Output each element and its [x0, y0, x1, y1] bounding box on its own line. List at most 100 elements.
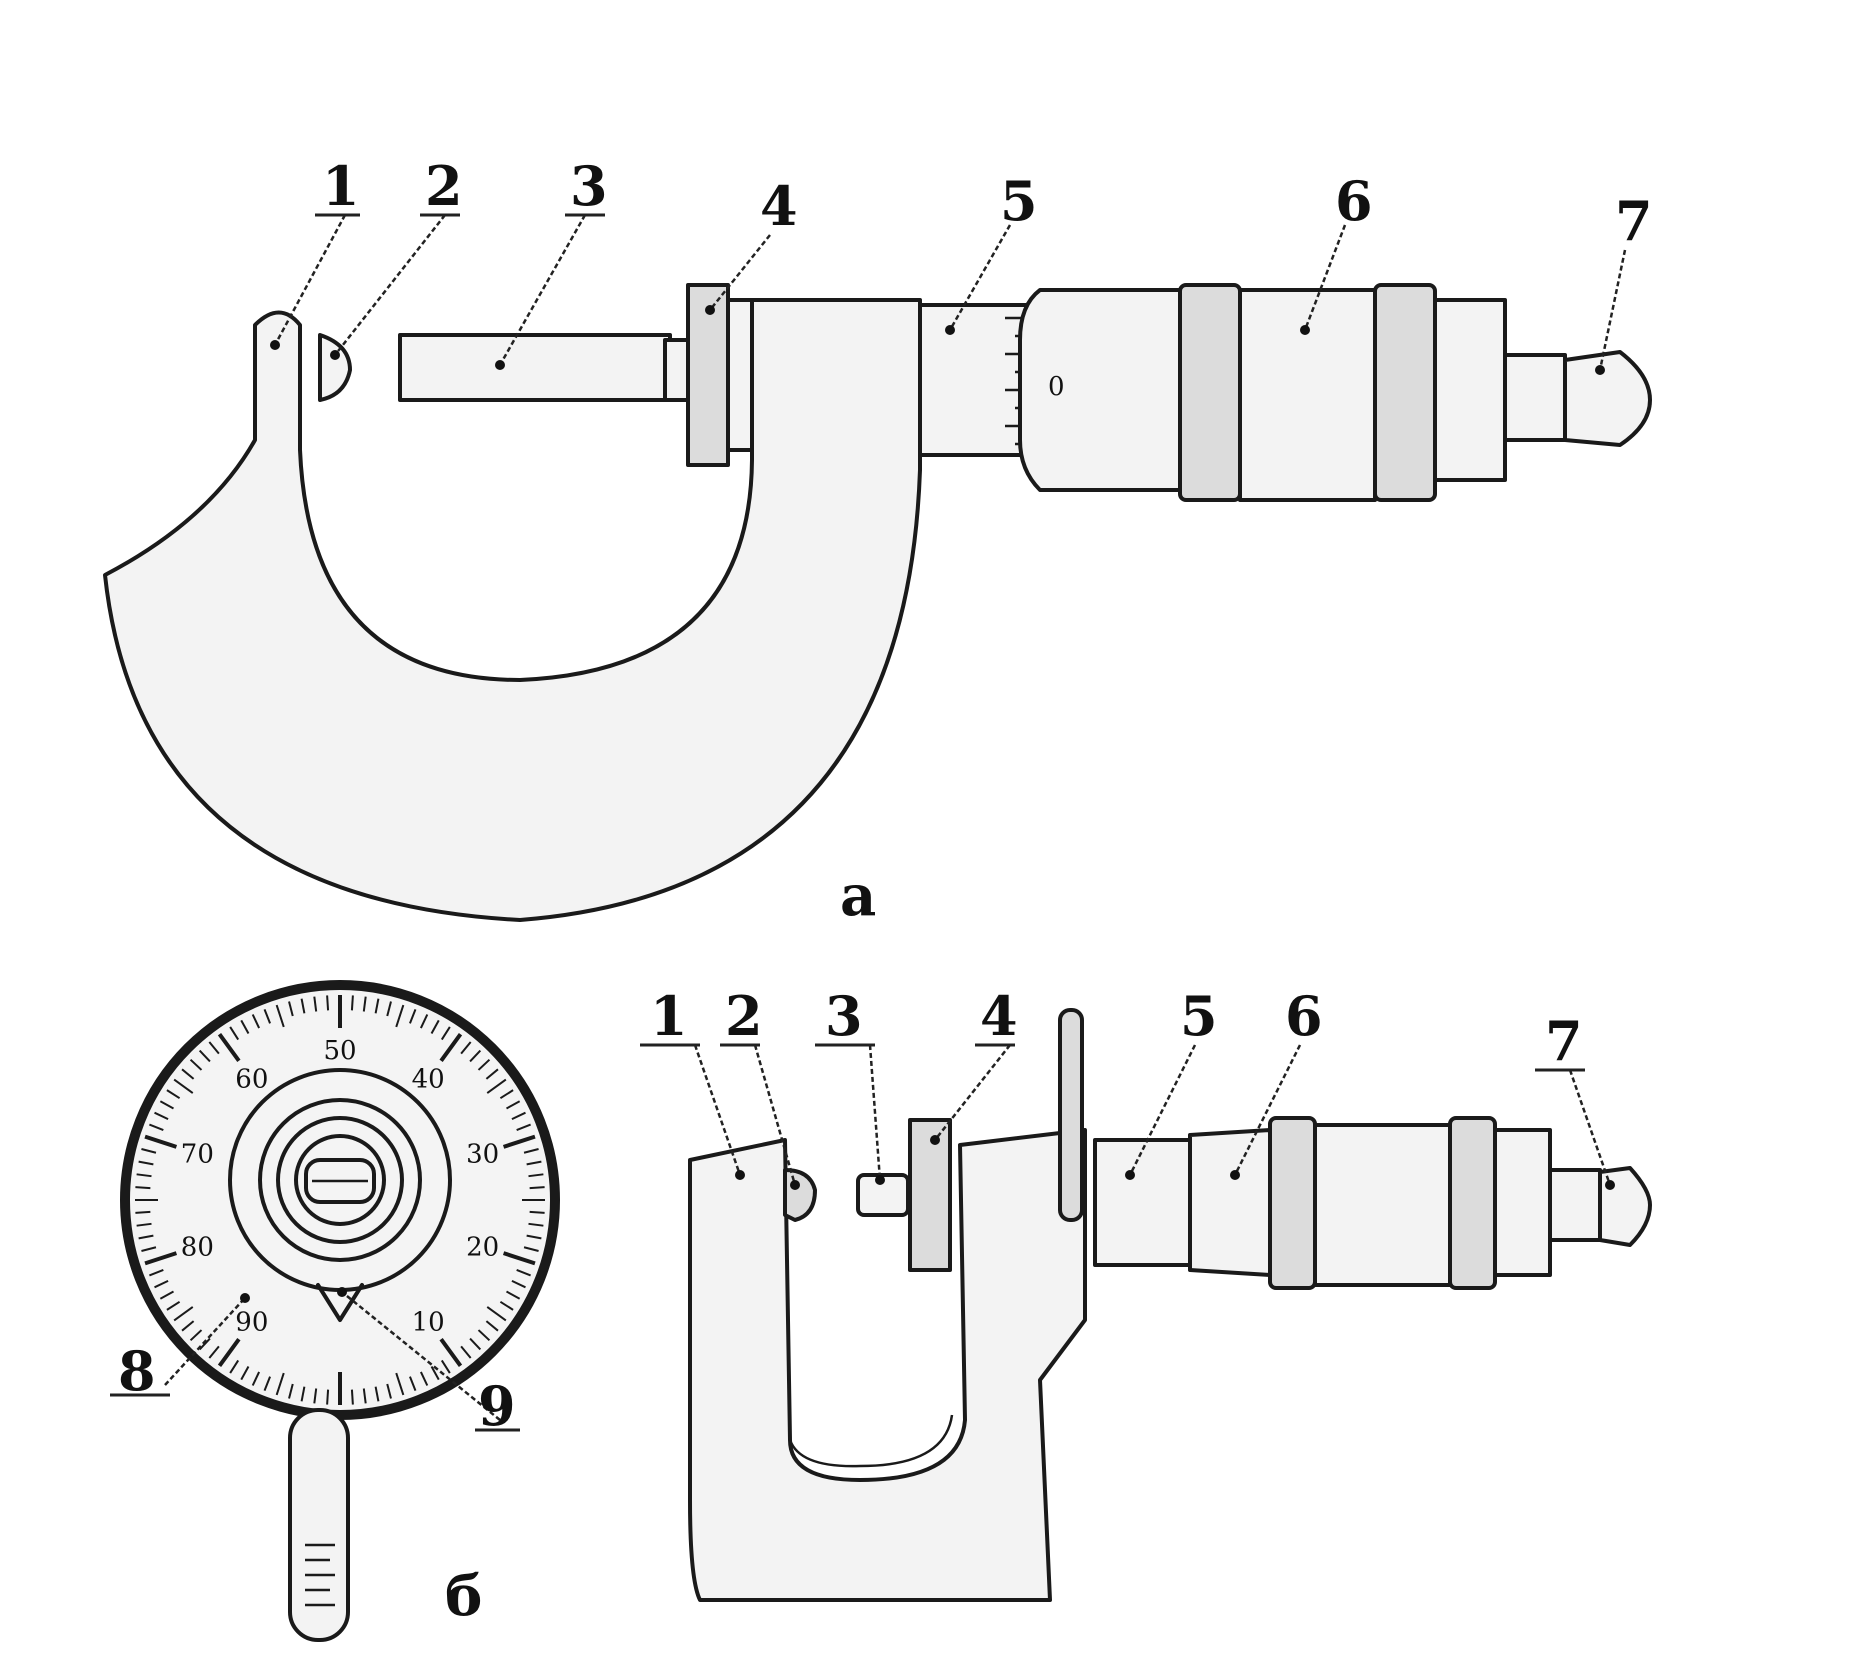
label-a-1: 1 — [322, 154, 360, 218]
thimble-b — [1188, 1128, 1272, 1277]
dial-number: 20 — [466, 1232, 499, 1262]
frame — [103, 298, 922, 922]
label-b-5: 5 — [1180, 984, 1218, 1048]
label-a-2: 2 — [425, 154, 463, 218]
dial-tick — [502, 1134, 536, 1149]
dial-tick — [485, 1320, 499, 1332]
dial-tick — [181, 1068, 195, 1080]
dial-tick — [154, 1111, 169, 1121]
dial-tick — [173, 1078, 194, 1094]
dial-tick — [198, 1337, 211, 1351]
dial-tick — [288, 1001, 294, 1017]
label-b-8: 8 — [118, 1339, 156, 1403]
dial-tick — [326, 995, 330, 1011]
dial-tick — [374, 998, 380, 1014]
dial-tick — [528, 1222, 544, 1227]
dial-tick — [240, 1019, 250, 1034]
dial-tick — [529, 1186, 545, 1190]
callout-dots-a — [270, 305, 1605, 375]
label-b-9: 9 — [478, 1374, 516, 1438]
frame-b — [688, 1128, 1087, 1602]
dial-tick — [181, 1320, 195, 1332]
dial-tick — [138, 1160, 154, 1166]
dial-tick — [511, 1111, 526, 1121]
dial-tick — [486, 1306, 507, 1322]
dial-tick — [313, 996, 318, 1012]
dial-tick — [217, 1337, 241, 1368]
stem-scale — [305, 1543, 335, 1607]
dial-tick — [326, 1389, 330, 1405]
dial-tick — [502, 1251, 536, 1266]
dial-tick — [288, 1383, 294, 1399]
dial-tick — [173, 1306, 194, 1322]
dial-tick — [430, 1366, 440, 1381]
label-b-6: 6 — [1285, 984, 1323, 1048]
label-a-4: 4 — [760, 174, 798, 238]
dial-tick — [469, 1337, 482, 1351]
dial-tick — [526, 1234, 542, 1240]
callout-labels-b: 1 2 3 4 5 6 7 — [650, 984, 1583, 1073]
dial-tick — [189, 1329, 203, 1342]
dial-tick — [516, 1269, 531, 1277]
dial-number: 10 — [412, 1307, 445, 1337]
dial-screw-head — [304, 1158, 376, 1204]
dial-tick — [440, 1359, 451, 1374]
dial-tick — [198, 1049, 211, 1063]
dial-tick — [523, 1246, 539, 1252]
dial-tick — [362, 996, 367, 1012]
dial-number: 40 — [412, 1065, 445, 1095]
dial-tick — [136, 1173, 152, 1178]
dial-tick — [460, 1041, 472, 1055]
dial-tick — [439, 1032, 463, 1063]
dial-tick — [506, 1290, 521, 1300]
dial-tick — [477, 1058, 491, 1071]
dial-tick — [362, 1388, 367, 1404]
label-a-6: 6 — [1335, 169, 1373, 233]
dial-tick — [135, 1210, 151, 1214]
dial-tick — [440, 1026, 451, 1041]
dial-pointer — [316, 1283, 364, 1322]
lock-nut-b — [908, 1118, 952, 1272]
dial-tick — [159, 1100, 174, 1110]
callout-labels-a: 1 2 3 4 5 6 7 — [322, 154, 1653, 253]
dial-tick — [138, 1234, 154, 1240]
dial-tick — [529, 1210, 545, 1214]
label-a-7: 7 — [1615, 189, 1653, 253]
leaders-b — [640, 1043, 1612, 1186]
dial-tick — [166, 1300, 181, 1311]
dial-tick — [409, 1376, 417, 1391]
dial-number: 70 — [181, 1140, 214, 1170]
dial-tick — [229, 1026, 240, 1041]
anvil-b — [783, 1168, 817, 1222]
dial-tick — [166, 1089, 181, 1100]
dial-tick — [506, 1100, 521, 1110]
dial-tick — [469, 1049, 482, 1063]
dial-tick — [208, 1041, 220, 1055]
dial-tick — [275, 1372, 285, 1396]
dial-tick — [460, 1345, 472, 1359]
dial-tick — [511, 1279, 526, 1289]
dial-tick — [189, 1058, 203, 1071]
dial-tick — [240, 1366, 250, 1381]
ratchet-shaft — [1503, 353, 1567, 442]
dial-tick — [135, 1186, 151, 1190]
dial-tick — [350, 995, 354, 1011]
panel-a-micrometer: 0 1 2 3 4 — [103, 154, 1653, 929]
label-b-1: 1 — [650, 984, 688, 1048]
dial-tick — [251, 1371, 261, 1386]
dial-tick — [516, 1123, 531, 1131]
dial-tick — [159, 1290, 174, 1300]
caption-b: б — [445, 1563, 482, 1629]
dial-tick — [263, 1009, 271, 1024]
label-a-5: 5 — [1000, 169, 1038, 233]
dial-tick — [141, 1246, 157, 1252]
label-b-2: 2 — [725, 984, 763, 1048]
dial-tick — [229, 1359, 240, 1374]
dial-tick — [386, 1001, 392, 1017]
dial-tick — [485, 1068, 499, 1080]
anvil — [318, 333, 352, 402]
ratchet — [1563, 350, 1652, 447]
